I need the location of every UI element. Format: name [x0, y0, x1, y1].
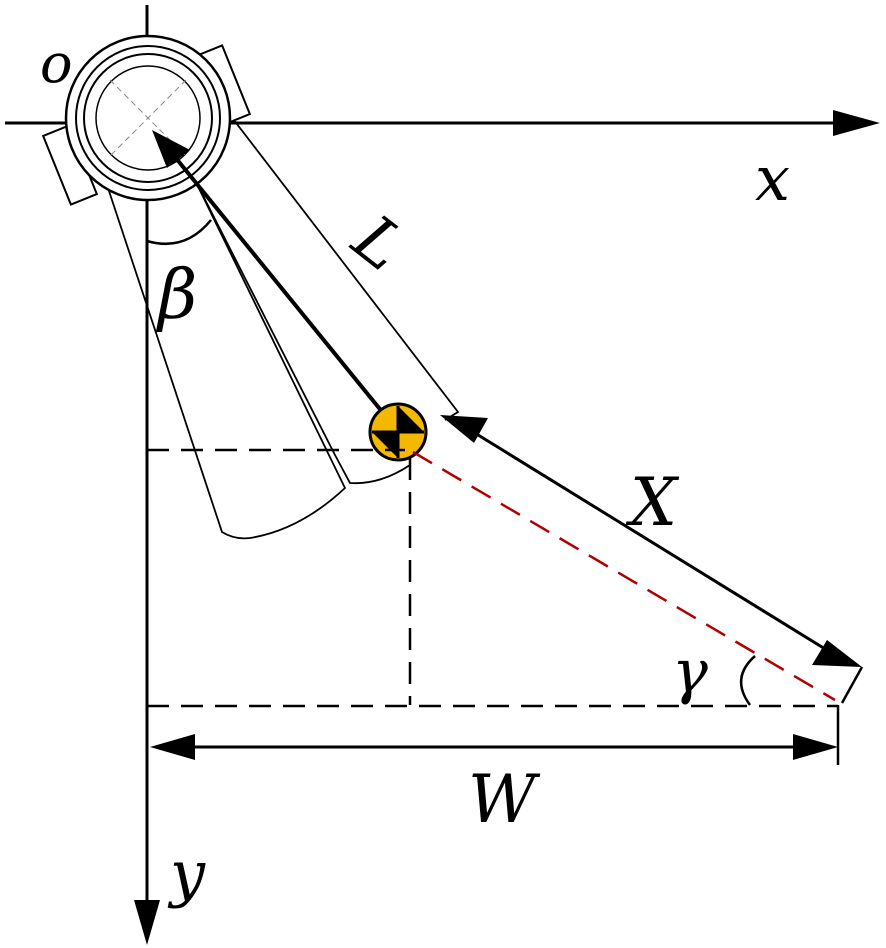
y-axis-arrowhead [134, 900, 160, 945]
distance-x-arrowhead-start [440, 415, 488, 443]
label-distance-x: X [625, 464, 680, 541]
label-width: W [468, 761, 541, 838]
distance-x-arrow [440, 415, 864, 704]
label-angle-beta: β [155, 256, 197, 335]
arm-length-arrowhead [152, 130, 190, 168]
label-origin: o [40, 32, 73, 95]
width-arrowhead-left [150, 734, 195, 760]
label-arm-length: L [338, 201, 418, 286]
label-x-axis: x [755, 142, 790, 215]
end-effector-marker [368, 402, 428, 462]
width-arrow [150, 705, 840, 765]
arm-body-outer [106, 169, 347, 540]
width-arrowhead-right [793, 734, 838, 760]
guide-lines [147, 448, 838, 708]
arm-length-line [152, 130, 407, 442]
trajectory-line [412, 450, 836, 702]
label-y-axis: y [167, 837, 206, 910]
gamma-angle-arc [740, 655, 756, 706]
beta-angle-arc [146, 219, 212, 246]
distance-x-arrowhead-end [812, 640, 862, 667]
origin-hub [41, 34, 252, 206]
label-angle-gamma: γ [672, 637, 708, 707]
x-axis-arrowhead [833, 110, 880, 136]
